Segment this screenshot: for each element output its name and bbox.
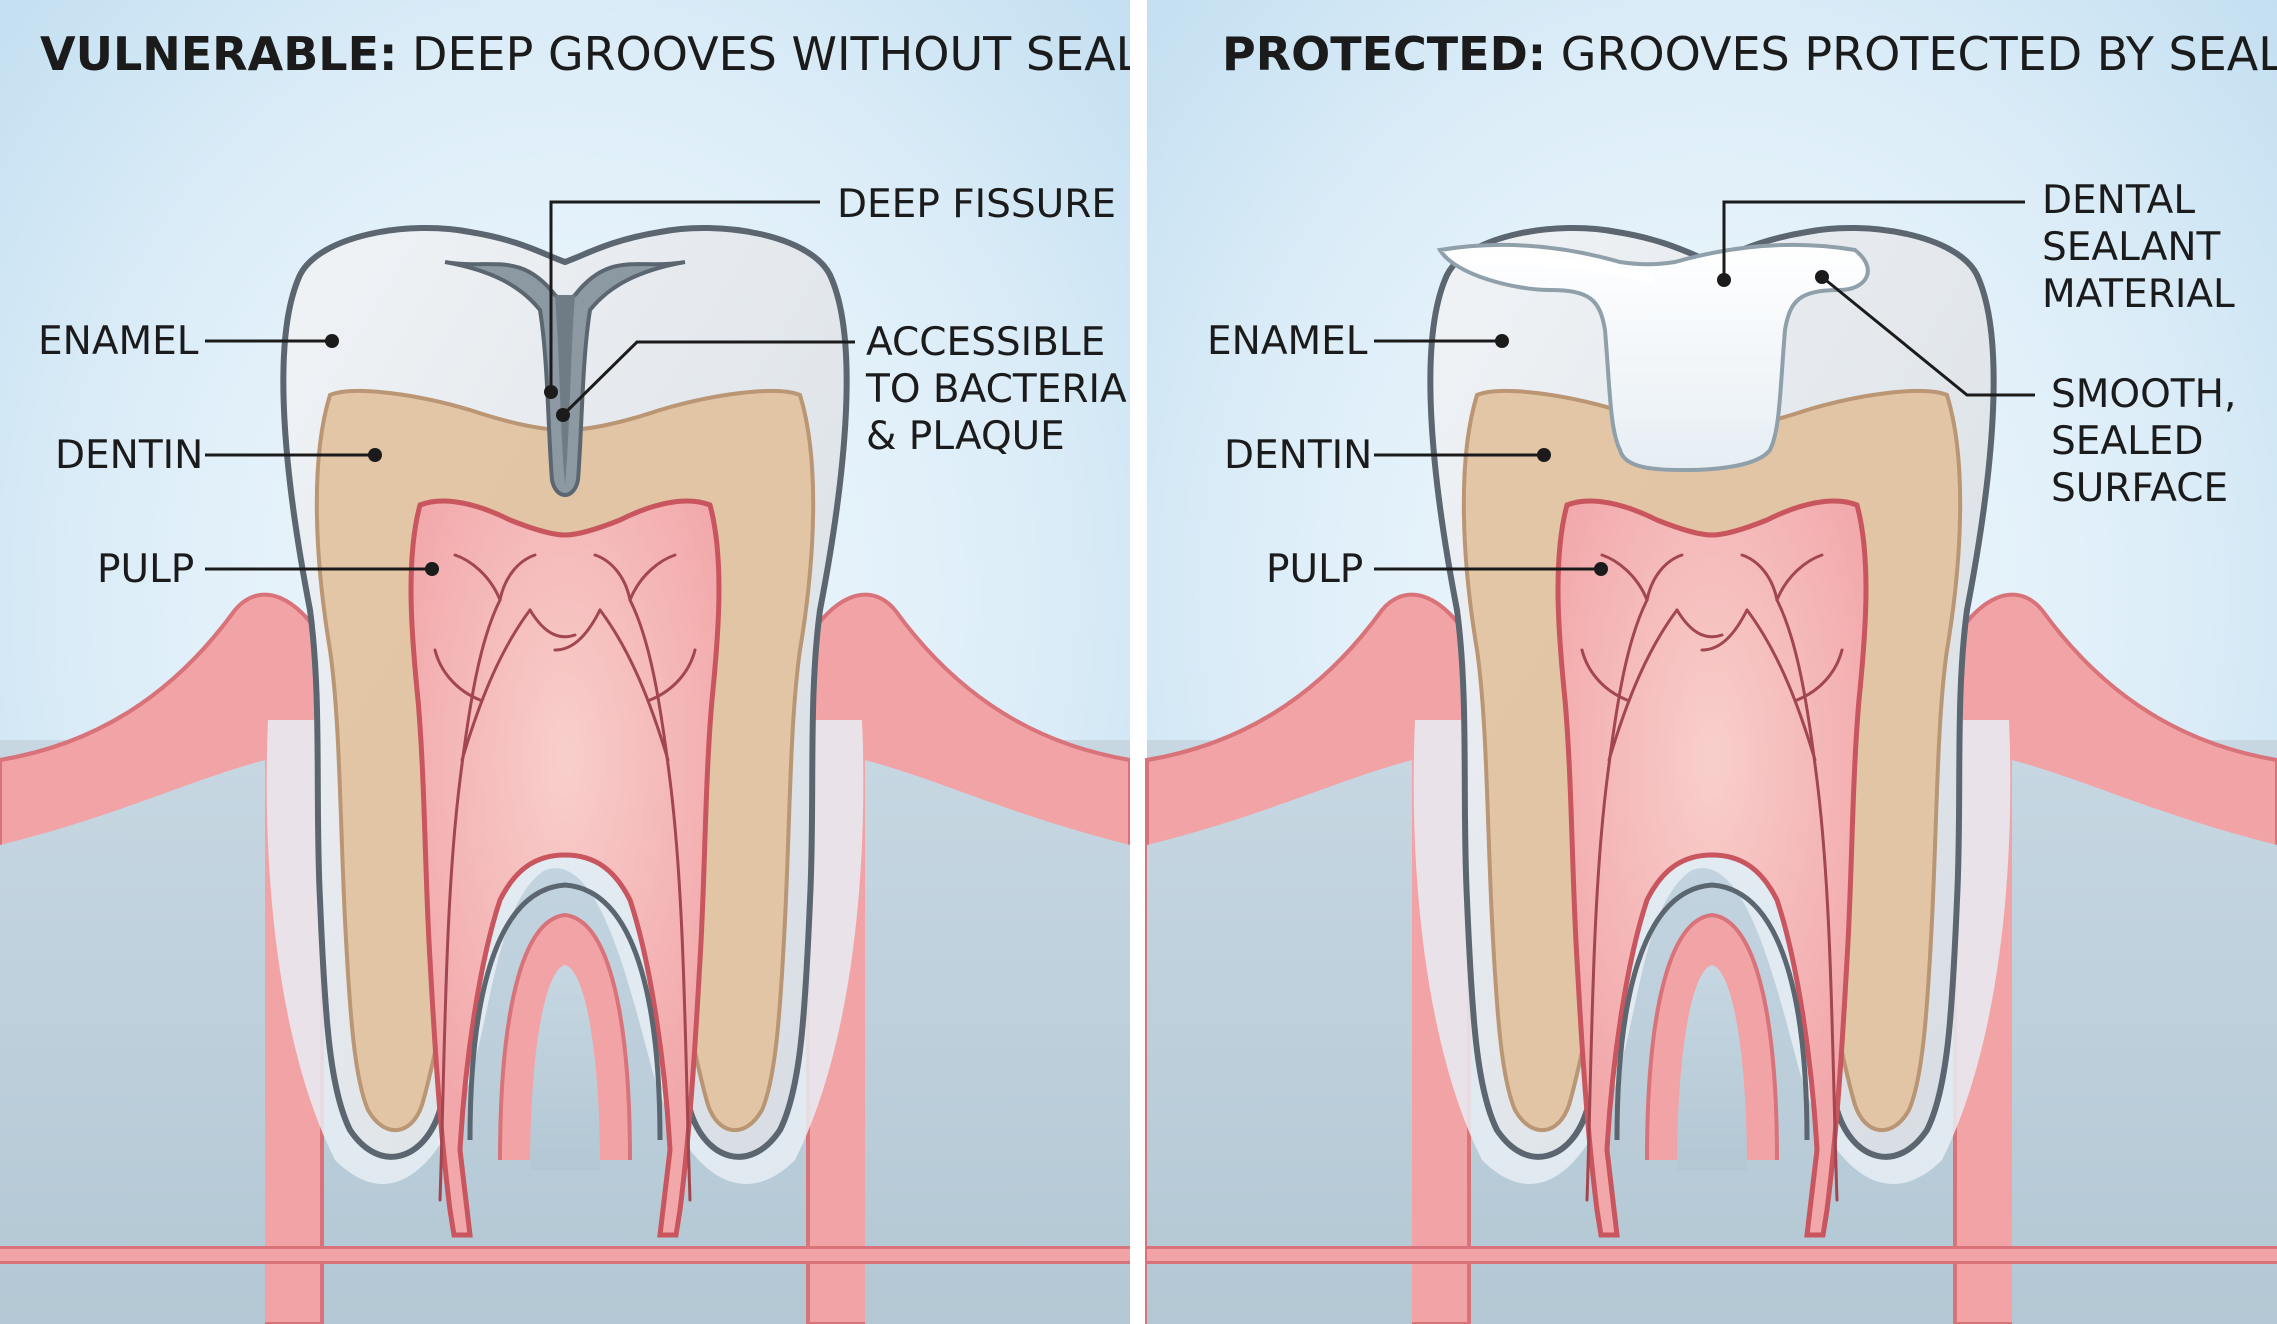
right-label-smooth-1: SMOOTH, <box>2051 372 2236 417</box>
left-panel-title: VULNERABLE: DEEP GROOVES WITHOUT SEALANT <box>40 27 1237 81</box>
left-panel: VULNERABLE: DEEP GROOVES WITHOUT SEALANT… <box>0 0 1237 1324</box>
left-title-rest: DEEP GROOVES WITHOUT SEALANT <box>397 27 1237 81</box>
right-panel: PROTECTED: GROOVES PROTECTED BY SEALANT … <box>1147 0 2277 1324</box>
left-label-enamel: ENAMEL <box>38 319 199 364</box>
left-label-deep-fissure: DEEP FISSURE <box>837 182 1116 227</box>
dental-sealant-material <box>1436 242 1870 473</box>
left-label-pulp: PULP <box>97 547 194 592</box>
right-label-dentin: DENTIN <box>1224 433 1372 478</box>
right-title-bold: PROTECTED: <box>1222 27 1546 81</box>
panel-divider <box>1130 0 1147 1324</box>
right-label-smooth-3: SURFACE <box>2051 466 2228 511</box>
right-label-enamel: ENAMEL <box>1207 319 1368 364</box>
right-label-sealant-3: MATERIAL <box>2042 272 2235 317</box>
left-label-dentin: DENTIN <box>55 433 203 478</box>
left-title-bold: VULNERABLE: <box>40 27 397 81</box>
left-label-accessible-3: & PLAQUE <box>866 414 1065 459</box>
left-label-accessible-1: ACCESSIBLE <box>866 320 1105 365</box>
right-label-pulp: PULP <box>1266 547 1363 592</box>
right-label-sealant-2: SEALANT <box>2042 225 2221 270</box>
left-label-accessible-2: TO BACTERIA <box>865 367 1127 412</box>
right-panel-title: PROTECTED: GROOVES PROTECTED BY SEALANT <box>1222 27 2277 81</box>
right-label-sealant-1: DENTAL <box>2042 178 2195 223</box>
right-title-rest: GROOVES PROTECTED BY SEALANT <box>1546 27 2277 81</box>
right-label-smooth-2: SEALED <box>2051 419 2203 464</box>
